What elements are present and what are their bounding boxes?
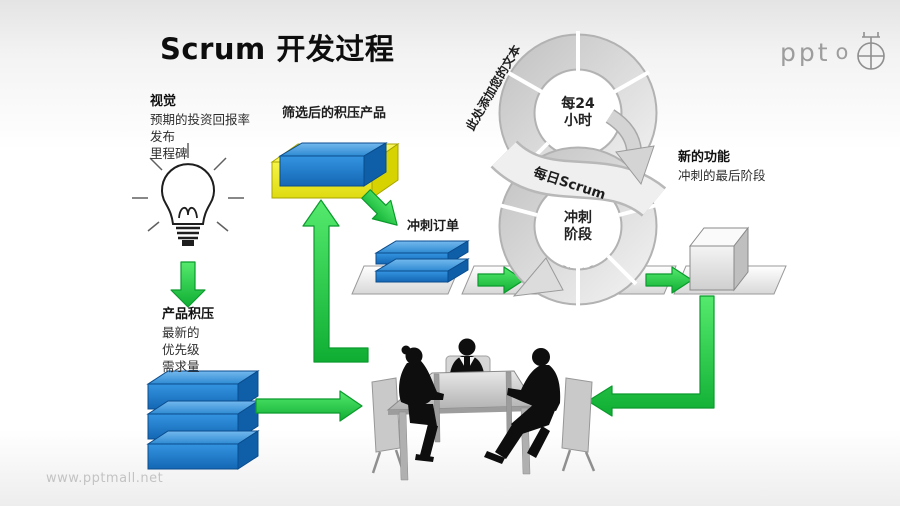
- arrow-bulb-to-backlog: [170, 261, 206, 308]
- watermark: www.pptmall.net: [46, 471, 164, 486]
- new-feature-heading: 新的功能: [678, 150, 731, 165]
- elbow-arrow-cube-to-table: [587, 295, 715, 417]
- left-chair: [371, 377, 405, 474]
- logo-circle-cross-icon: [857, 32, 886, 70]
- logo-text: ppt: [780, 37, 831, 67]
- light-bulb-icon: [132, 143, 244, 246]
- loop-top-label: 每24 小时: [561, 96, 595, 129]
- new-feature-block: 新的功能 冲刺的最后阶段: [678, 149, 828, 184]
- page-title: Scrum 开发过程: [160, 32, 395, 66]
- vision-item: 发布: [150, 129, 176, 144]
- filtered-backlog-heading: 筛选后的积压产品: [282, 106, 387, 121]
- arrow-stack-to-table: [255, 390, 363, 422]
- sprint-order-plates: [374, 240, 470, 283]
- logo-o: o: [835, 40, 849, 64]
- new-feature-cube: [688, 226, 750, 292]
- new-feature-subtitle: 冲刺的最后阶段: [678, 168, 766, 183]
- vision-item: 里程碑: [150, 146, 188, 161]
- product-backlog-stack: [146, 370, 260, 470]
- daily-scrum-band: [490, 139, 667, 218]
- filtered-backlog-tray: [270, 142, 400, 199]
- product-backlog-block: 产品积压 最新的 优先级 需求量: [162, 306, 302, 375]
- product-backlog-heading: 产品积压: [162, 307, 215, 322]
- loop-bottom-label: 冲刺 阶段: [564, 210, 592, 243]
- vision-block: 视觉 预期的投资回报率 发布 里程碑: [150, 93, 310, 162]
- person-left: [399, 345, 444, 462]
- loop-cycle-arrow-icon: [605, 109, 655, 186]
- arrow-tray-to-sprint-order: [361, 189, 398, 226]
- right-chair: [561, 377, 596, 472]
- brand-logo: ppt o: [780, 30, 891, 74]
- person-right: [484, 348, 561, 464]
- meeting-table-scene: [371, 338, 596, 481]
- belt-arrow-icon: [477, 266, 693, 294]
- loop-exit-arrow-icon: [512, 257, 564, 297]
- product-backlog-item: 优先级: [162, 342, 200, 357]
- vision-item: 预期的投资回报率: [150, 112, 251, 127]
- vision-heading: 视觉: [150, 94, 177, 109]
- elbow-arrow-table-to-tray: [302, 199, 369, 363]
- sprint-order-heading: 冲刺订单: [407, 219, 460, 234]
- product-backlog-item: 需求量: [162, 359, 200, 374]
- product-backlog-item: 最新的: [162, 325, 200, 340]
